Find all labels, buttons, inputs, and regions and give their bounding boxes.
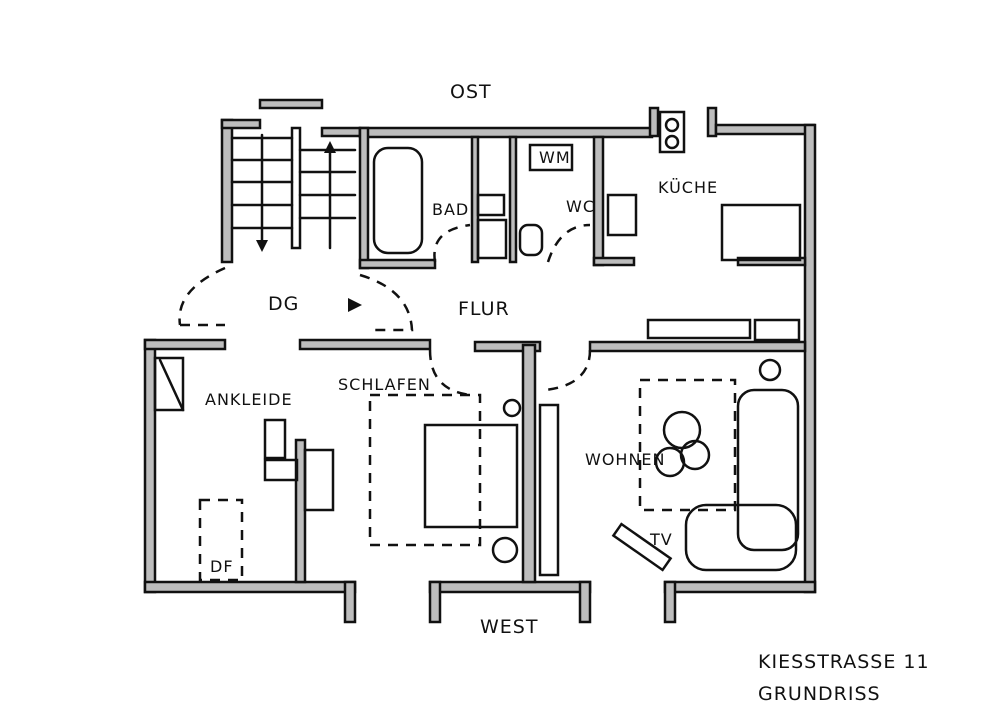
arrow-icon: [348, 298, 362, 312]
tv-unit: [611, 522, 673, 572]
room-label-dg: DG: [268, 293, 299, 315]
sofa: [736, 388, 800, 552]
furniture: [153, 110, 802, 582]
room-label-schlafen: SCHLAFEN: [338, 375, 431, 394]
kitchen-table: [720, 203, 802, 262]
room-label-wm: WM: [539, 148, 571, 167]
walls: [143, 98, 817, 624]
doors: [178, 223, 592, 397]
caption-address: KIESSTRASSE 11: [758, 651, 930, 673]
room-label-tv: TV: [649, 530, 673, 549]
stove: [658, 110, 686, 154]
stair-down-arrow-icon: [256, 240, 268, 252]
room-label-wohnen: WOHNEN: [585, 450, 666, 469]
bed: [423, 423, 519, 529]
orientation-west-label: WEST: [480, 616, 538, 638]
orientation-ost-label: OST: [450, 81, 492, 103]
stair-up-arrow-icon: [324, 141, 336, 153]
room-label-df: DF: [210, 557, 234, 576]
washing-machine: [528, 143, 574, 172]
room-label-bad: BAD: [432, 200, 469, 219]
room-label-ankleide: ANKLEIDE: [205, 390, 293, 409]
room-label-wc: WC: [566, 197, 595, 216]
toilet: [518, 223, 544, 257]
stairs: [230, 126, 357, 252]
room-label-flur: FLUR: [458, 298, 510, 320]
bathtub: [372, 146, 424, 255]
room-label-kueche: KÜCHE: [658, 178, 718, 197]
caption-title: GRUNDRISS: [758, 683, 881, 705]
